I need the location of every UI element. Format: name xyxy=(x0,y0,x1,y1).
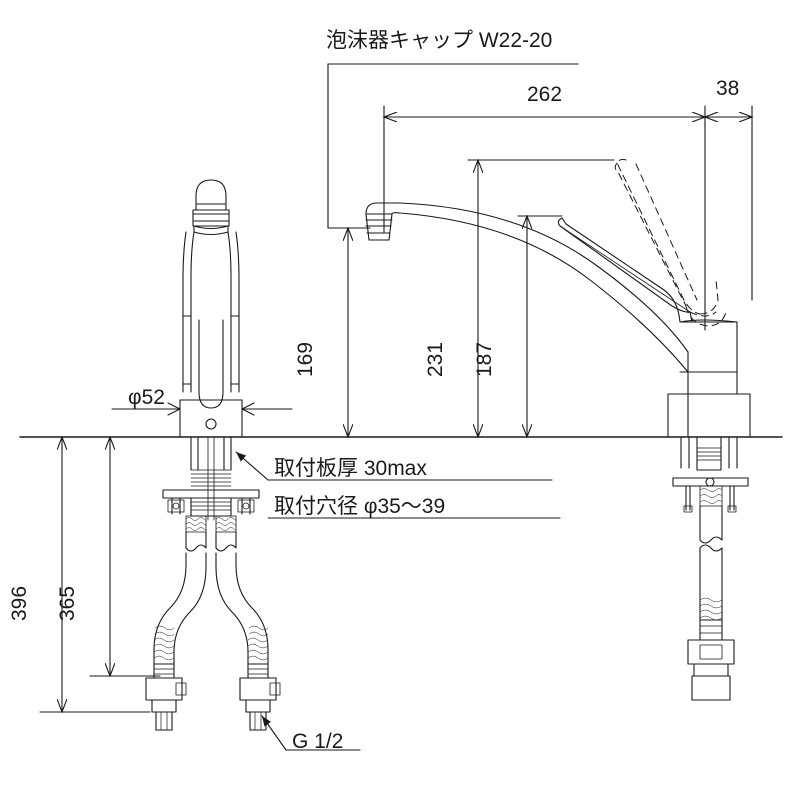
dimension-value-187: 187 xyxy=(473,341,496,377)
label-hole-diameter: 取付穴径 φ35〜39 xyxy=(274,495,446,518)
faucet-front-below-deck xyxy=(145,436,281,731)
label-aerator-cap: 泡沫器キャップ W22-20 xyxy=(326,29,553,52)
dimension-169 xyxy=(329,228,371,437)
dimension-231 xyxy=(467,160,615,437)
dimension-value-365: 365 xyxy=(56,585,79,621)
lever-handle xyxy=(557,217,738,323)
leader-deck-thickness xyxy=(235,451,553,481)
dimension-value-231: 231 xyxy=(424,341,447,377)
dimension-365 xyxy=(89,437,161,676)
label-g12-thread: G 1/2 xyxy=(292,730,344,753)
lever-handle-raised-ghost xyxy=(614,158,727,327)
dimension-value-262: 262 xyxy=(527,83,563,106)
dimension-187 xyxy=(517,216,563,437)
dimension-396 xyxy=(39,437,151,712)
dimension-262 xyxy=(384,105,705,331)
faucet-side-below-deck xyxy=(672,436,749,701)
leader-g12 xyxy=(261,715,361,751)
dimension-value-396: 396 xyxy=(8,585,31,621)
dimension-38 xyxy=(705,105,752,301)
dimension-value-38: 38 xyxy=(716,77,740,100)
dimension-value-169: 169 xyxy=(294,341,317,377)
dimension-phi52 xyxy=(111,402,293,416)
faucet-side-view-body xyxy=(667,321,751,438)
faucet-front-view xyxy=(179,179,243,438)
dimension-value-phi52: φ52 xyxy=(128,386,165,409)
label-deck-thickness: 取付板厚 30max xyxy=(274,457,427,480)
